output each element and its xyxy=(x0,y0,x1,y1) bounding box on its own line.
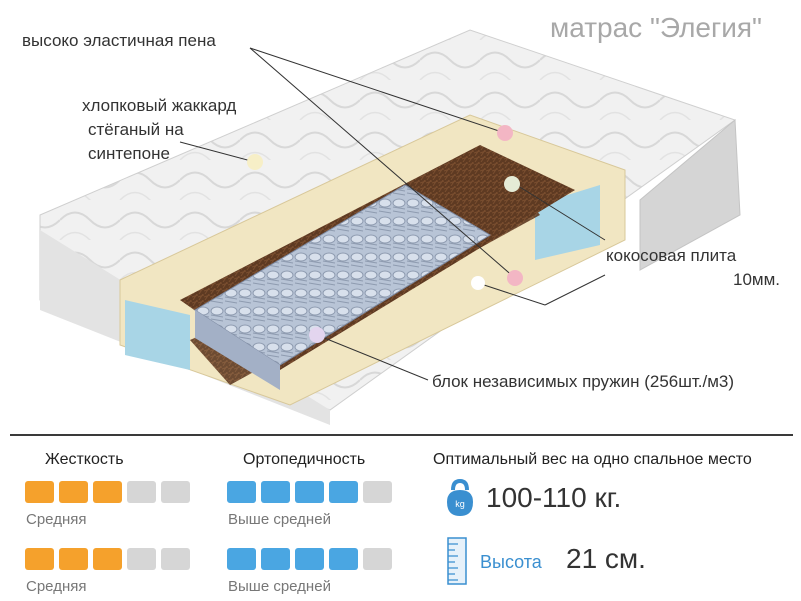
mattress-illustration xyxy=(39,29,741,425)
callout-springs: блок независимых пружин (256шт./м3) xyxy=(432,372,735,391)
firmness-scale xyxy=(25,548,190,570)
firmness-heading: Жесткость xyxy=(45,451,124,468)
weight-icon-text: kg xyxy=(455,499,465,509)
firmness-caption: Средняя xyxy=(26,578,87,595)
callout-foam: высоко эластичная пена xyxy=(22,31,216,50)
orthopedic-scale xyxy=(227,481,392,503)
scale-segment-empty xyxy=(127,548,156,570)
scale-segment-filled xyxy=(59,548,88,570)
foam-dot-top xyxy=(497,125,513,141)
coconut-dot-lower xyxy=(471,276,485,290)
orthopedic-scale xyxy=(227,548,392,570)
orthopedic-caption: Выше средней xyxy=(228,578,331,595)
height-label: Высота xyxy=(480,552,542,572)
scale-segment-filled xyxy=(329,481,358,503)
mattress-right-side xyxy=(639,118,741,271)
orthopedic-heading: Ортопедичность xyxy=(243,451,366,468)
scale-segment-filled xyxy=(25,548,54,570)
scale-segment-filled xyxy=(295,548,324,570)
weight-kettlebell-icon: kg xyxy=(447,478,473,516)
scale-segment-filled xyxy=(25,481,54,503)
spring-block xyxy=(194,184,491,366)
scale-segment-filled xyxy=(93,548,122,570)
callout-jacquard-line1: хлопковый жаккард xyxy=(82,96,237,115)
section-divider xyxy=(10,434,793,436)
scale-segment-filled xyxy=(329,548,358,570)
weight-heading: Оптимальный вес на одно спальное место xyxy=(433,451,752,468)
springs-dot xyxy=(309,327,325,343)
callout-coconut-line1: кокосовая плита xyxy=(606,246,737,265)
weight-value: 100-110 кг. xyxy=(486,482,622,513)
jacquard-dot xyxy=(247,154,263,170)
scale-segment-empty xyxy=(127,481,156,503)
scale-segment-filled xyxy=(261,481,290,503)
callout-jacquard-line2: стёганый на xyxy=(88,120,184,139)
ruler-icon xyxy=(447,537,467,585)
blue-foam-left xyxy=(125,300,190,370)
firmness-caption: Средняя xyxy=(26,511,87,528)
scale-segment-filled xyxy=(295,481,324,503)
height-value: 21 см. xyxy=(566,543,646,574)
coconut-dot xyxy=(504,176,520,192)
callout-jacquard-line3: синтепоне xyxy=(88,144,170,163)
scale-segment-filled xyxy=(59,481,88,503)
scale-segment-empty xyxy=(363,548,392,570)
scale-segment-empty xyxy=(161,481,190,503)
scale-segment-empty xyxy=(161,548,190,570)
firmness-scale xyxy=(25,481,190,503)
scale-segment-empty xyxy=(363,481,392,503)
callout-coconut-line2: 10мм. xyxy=(732,270,780,289)
scale-segment-filled xyxy=(227,548,256,570)
scale-segment-filled xyxy=(93,481,122,503)
foam-dot-bottom xyxy=(507,270,523,286)
scale-segment-filled xyxy=(227,481,256,503)
scale-segment-filled xyxy=(261,548,290,570)
spring-block-front xyxy=(195,310,280,390)
product-title: матрас "Элегия" xyxy=(550,12,762,43)
orthopedic-caption: Выше средней xyxy=(228,511,331,528)
